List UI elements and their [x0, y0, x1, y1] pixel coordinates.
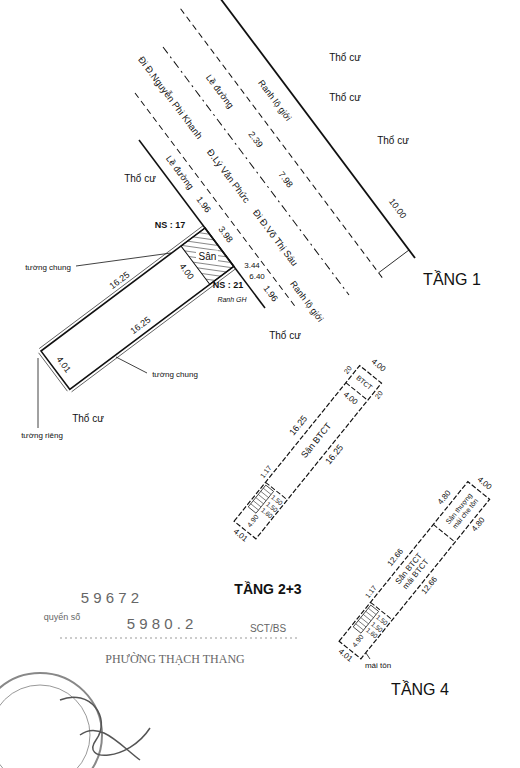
dimension-label: 4.01: [231, 528, 249, 545]
text-label: TẦNG 2+3: [234, 582, 301, 597]
text-label: mái tôn: [365, 662, 391, 671]
floor-area: BTCT: [351, 371, 376, 394]
text-label: Thổ cư: [329, 52, 361, 63]
dimension-label: 12.66: [420, 575, 439, 596]
dimension-label: 7.98: [276, 170, 294, 190]
dimension-label: 4.80: [471, 516, 488, 534]
dimension-label: 10.00: [386, 197, 407, 221]
dimension-label: 1.96: [193, 195, 211, 215]
text-label: Thổ cư: [124, 173, 156, 184]
text-label: NS : 21: [213, 281, 244, 291]
dimension-label: 3.44: [244, 262, 260, 271]
text-label: Thổ cư: [72, 413, 104, 424]
text-label: NS : 17: [155, 221, 186, 231]
area-label: BTCT: [355, 374, 374, 391]
official-seal: [0, 638, 300, 768]
dimension-label: 3.98: [216, 225, 234, 245]
floor-2-3-plan: [234, 366, 381, 539]
text-label: tường riêng: [21, 432, 63, 441]
text-label: Thổ cư: [377, 135, 409, 146]
dimension-label: 4.00: [342, 391, 360, 408]
text-label: PHƯỜNG THẠCH THANG: [105, 653, 245, 666]
text-label: Lề đường: [204, 73, 236, 111]
dimension-label: 16.25: [288, 414, 310, 438]
text-label: Đi Đ.Võ Thị Sáu: [250, 208, 299, 269]
leader-lines: [38, 253, 370, 659]
ground-floor-plan: [0, 0, 415, 473]
dimension-label: 5 9 6 7 2: [81, 590, 139, 607]
text-label: quyển số: [44, 613, 81, 623]
dimension-label: 16.25: [324, 443, 346, 467]
area-label: Sân: [196, 251, 218, 262]
dimension-label: 4.90: [245, 513, 260, 528]
text-label: tường chung: [152, 371, 198, 380]
text-label: Lề đường: [163, 154, 195, 192]
dimension-label: 4.00: [177, 262, 195, 282]
dimension-label: 1.17: [259, 465, 274, 480]
dimension-label: 1.17: [364, 585, 379, 600]
dimension-label: 4.90: [350, 633, 365, 648]
text-label: TẦNG 1: [423, 271, 481, 289]
yard-area: Sân: [193, 250, 221, 263]
text-label: Đ.Lý Văn Phức: [205, 147, 252, 205]
text-label: Ranh GH: [217, 296, 246, 304]
text-label: Thổ cư: [269, 330, 301, 341]
dimension-label: 12.66: [386, 548, 405, 569]
dimension-label: 5 9 8 0 . 2: [127, 616, 194, 633]
text-label: SCT/BS: [250, 623, 286, 634]
text-label: Đi Đ.Nguyễn Phi Khanh: [136, 55, 205, 142]
dimension-label: 4.00: [369, 357, 387, 374]
text-label: tường chung: [25, 264, 71, 273]
floor-4-plan: [339, 482, 490, 659]
text-label: Thổ cư: [329, 92, 361, 103]
dimension-label: 2.39: [246, 130, 264, 150]
dimension-label: 20: [374, 390, 385, 401]
text-label: Ranh lộ giới: [287, 280, 324, 325]
dimension-label: 20: [343, 365, 354, 376]
dimension-label: 1.96: [261, 284, 279, 304]
dimension-label: 6.40: [249, 273, 265, 282]
text-label: TẦNG 4: [391, 681, 449, 699]
